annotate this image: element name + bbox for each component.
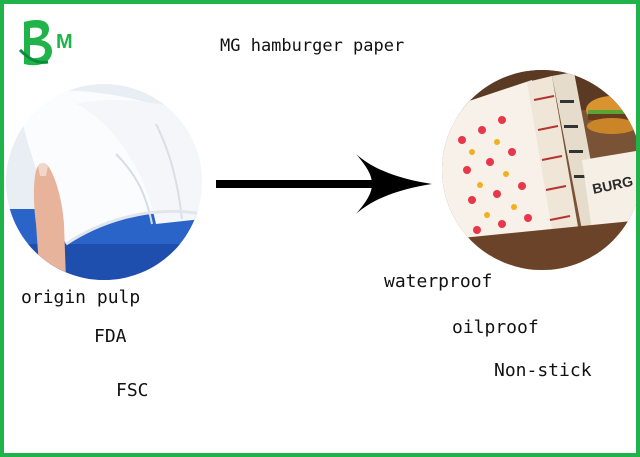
page-title: MG hamburger paper <box>220 36 405 56</box>
svg-text:M: M <box>56 31 73 53</box>
feature-fsc: FSC <box>116 380 149 401</box>
arrow-right-icon <box>216 154 432 214</box>
bm-logo: M <box>18 20 73 66</box>
pulp-photo <box>6 84 202 280</box>
feature-origin-pulp: origin pulp <box>21 287 141 308</box>
feature-oilproof: oilproof <box>452 317 539 338</box>
feature-non-stick: Non-stick <box>494 360 592 381</box>
feature-waterproof: waterproof <box>384 271 493 292</box>
wrapping-paper-photo: BURG <box>442 70 636 270</box>
feature-fda: FDA <box>94 326 127 347</box>
